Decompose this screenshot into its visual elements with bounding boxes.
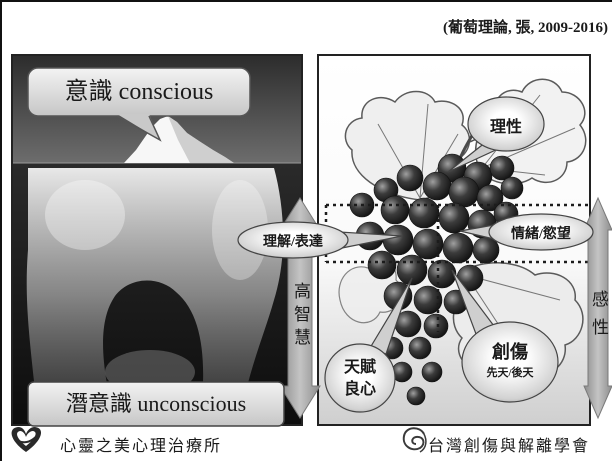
left-org-name: 心靈之美心理治療所 (60, 438, 223, 455)
grape (421, 361, 443, 383)
grape-panel (317, 54, 591, 426)
grape-cluster (349, 153, 524, 406)
emotion-desire-label: 情緒/慾望 (511, 227, 571, 242)
grape (442, 232, 474, 264)
grape (396, 254, 428, 286)
emotion-callout-ellipse (488, 213, 594, 251)
grape (406, 386, 426, 406)
conscience-label-line2: 良心 (343, 381, 376, 398)
reason-label: 理性 (489, 119, 522, 136)
right-arrow-label: 感性 (589, 290, 608, 346)
trauma-title: 創傷 (492, 342, 528, 362)
ice-highlight (45, 180, 125, 250)
conscious-callout-shape (27, 67, 251, 142)
ice-highlight (212, 180, 268, 280)
understand-express-label: 理解/表達 (263, 235, 323, 250)
iceberg-underwater (26, 168, 284, 400)
conscious-callout-tail-outline (116, 115, 162, 142)
grape (438, 202, 470, 234)
grape (412, 228, 444, 260)
reason-callout-ellipse (467, 96, 545, 152)
conscience-callout-ellipse (324, 343, 396, 413)
right-org-name: 台灣創傷與解離學會 (428, 438, 591, 455)
grape (380, 195, 410, 225)
grape (382, 224, 414, 256)
grape (489, 155, 515, 181)
grape (408, 336, 432, 360)
understand-callout-ellipse (237, 221, 349, 259)
trauma-subtitle: 先天/後天 (486, 367, 534, 379)
unconscious-label: 潛意識 unconscious (65, 391, 247, 416)
grape (500, 176, 524, 200)
grape (422, 171, 452, 201)
grape (427, 259, 457, 289)
conscience-label: 天賦 良心 (325, 357, 395, 401)
heart-logo-icon (11, 427, 42, 452)
grape (396, 164, 424, 192)
trauma-callout-ellipse (461, 321, 559, 403)
left-arrow-label: 高智慧 (291, 282, 310, 351)
conscious-label: 意識 conscious (64, 79, 214, 105)
conscience-label-line1: 天賦 (343, 359, 376, 376)
grape (448, 176, 480, 208)
iceberg-tip-shade (168, 116, 234, 163)
grape (423, 313, 449, 339)
swirl-logo-icon (402, 427, 427, 453)
grape (408, 197, 440, 229)
citation: (葡萄理論, 張, 2009-2016) (443, 20, 608, 36)
unconscious-callout-box (27, 381, 285, 427)
grape (367, 250, 397, 280)
grape (413, 285, 443, 315)
